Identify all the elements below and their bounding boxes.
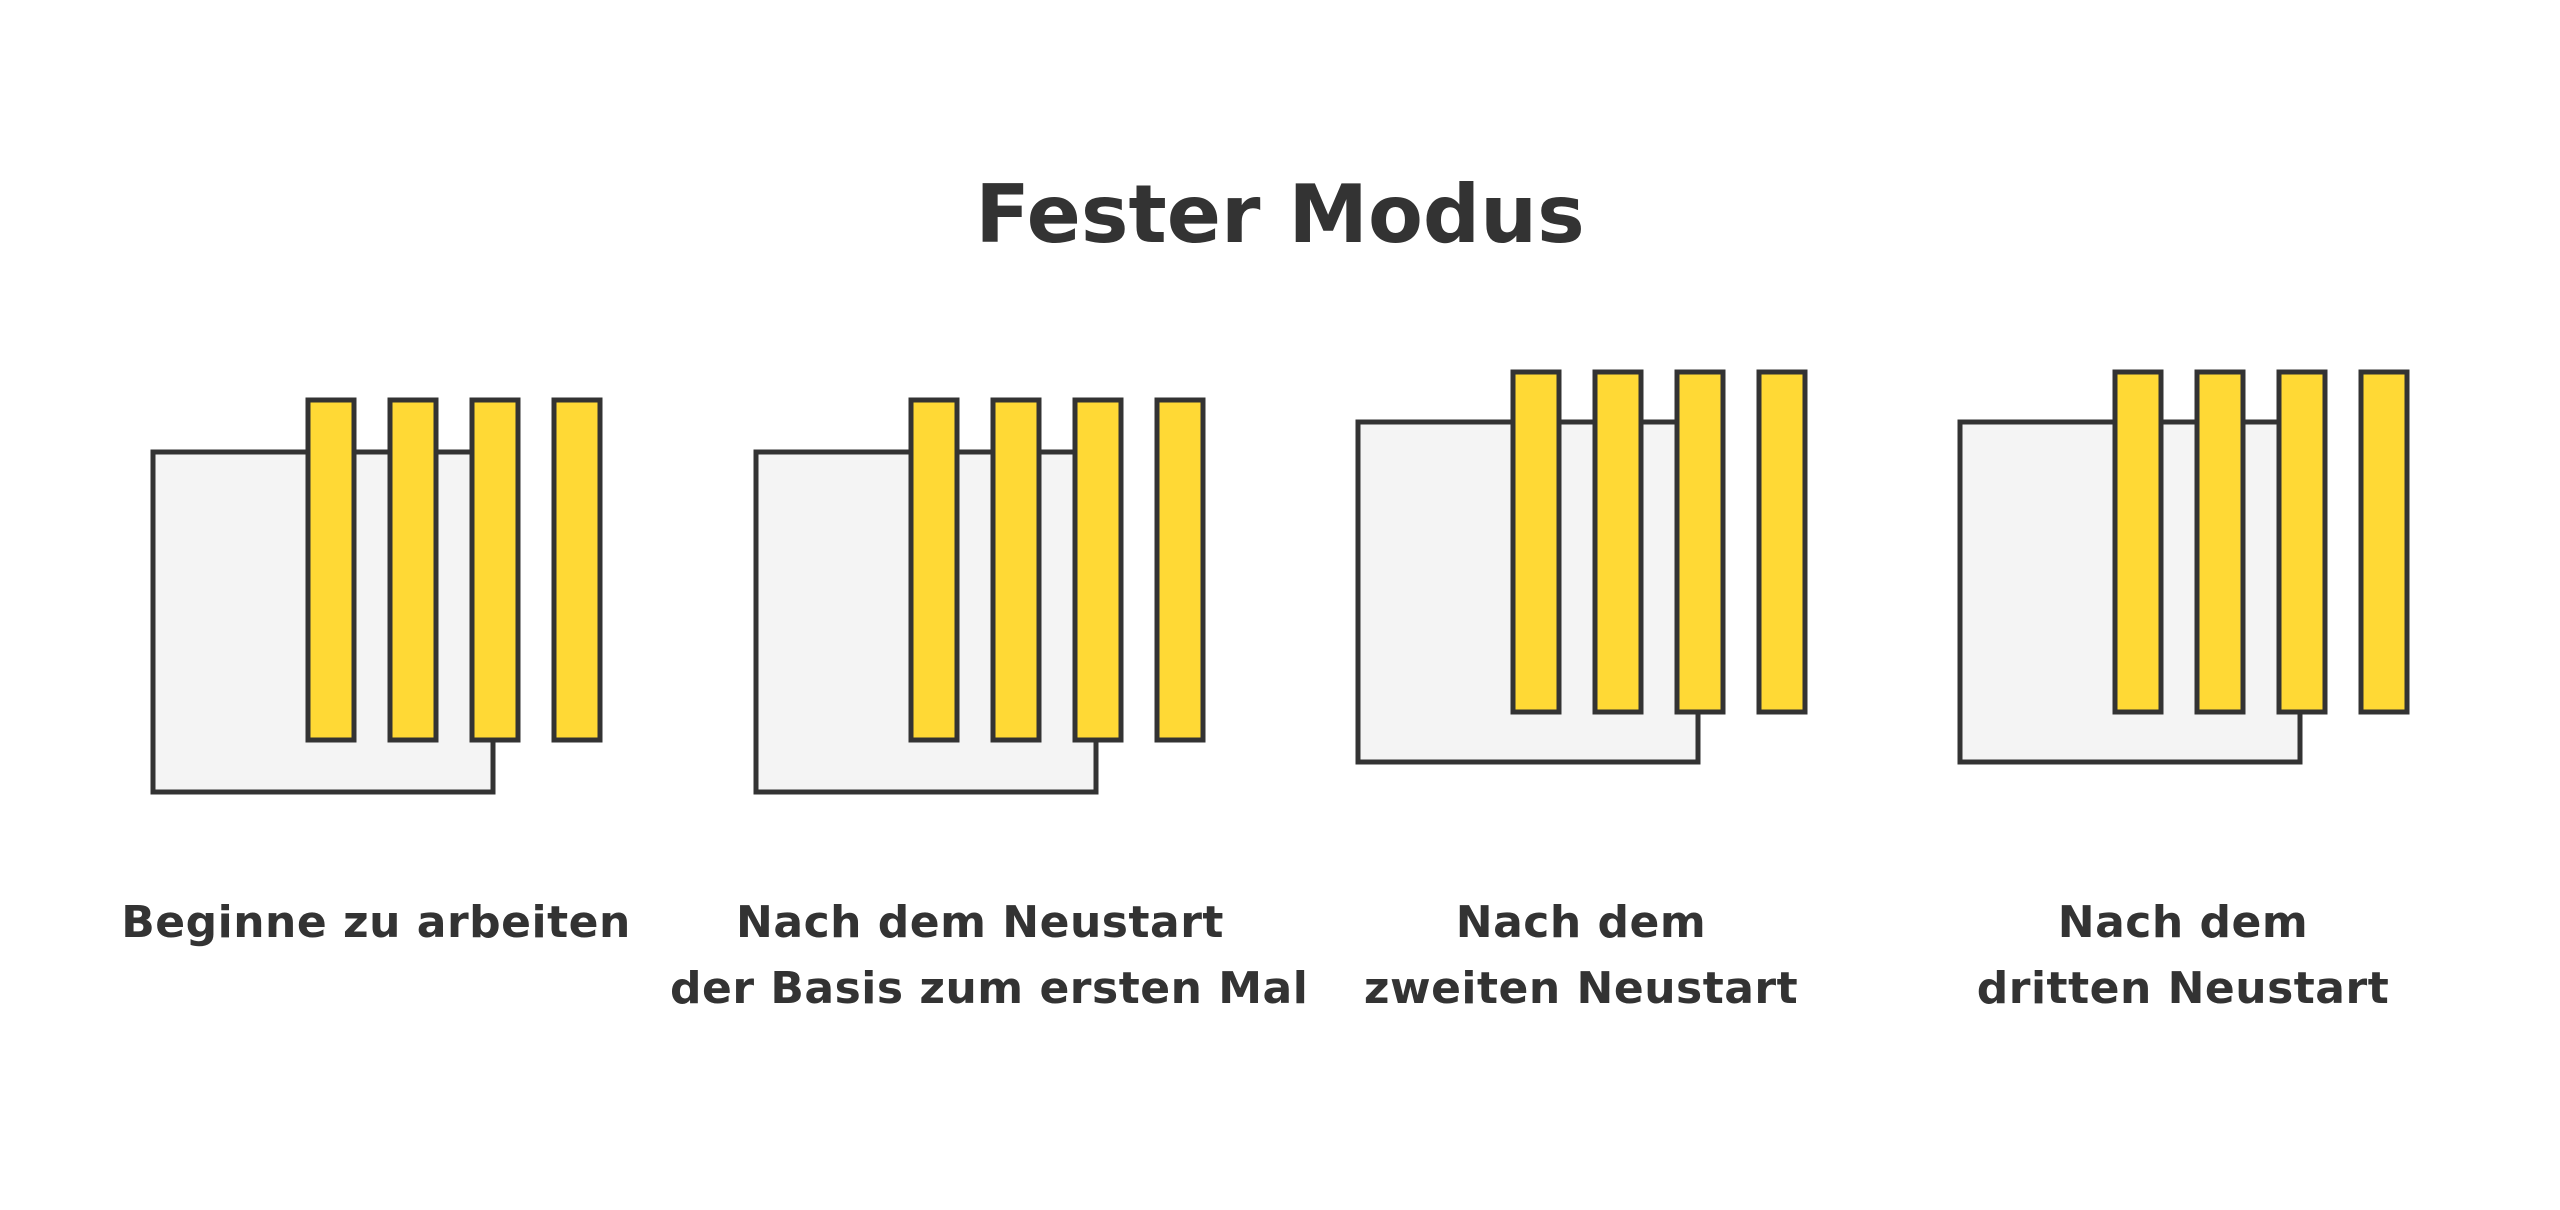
panels-layer	[150, 369, 2410, 795]
panel-caption-2: Nach dem Neustart der Basis zum ersten M…	[670, 890, 1309, 1022]
panel-1	[150, 397, 603, 795]
bar-2	[2194, 369, 2246, 715]
panel-4	[1957, 369, 2410, 765]
bar-2	[990, 397, 1042, 743]
bar-1	[2112, 369, 2164, 715]
bar-4	[551, 397, 603, 743]
panel-3	[1355, 369, 1808, 765]
panel-2	[753, 397, 1206, 795]
caption-line: der Basis zum ersten Mal	[670, 963, 1309, 1014]
caption-line: Beginne zu arbeiten	[121, 897, 631, 948]
panel-caption-3: Nach dem zweiten Neustart	[1271, 890, 1891, 1022]
diagram-title: Fester Modus	[975, 168, 1585, 261]
bar-1	[1510, 369, 1562, 715]
bar-2	[387, 397, 439, 743]
bar-3	[1674, 369, 1726, 715]
panel-caption-4: Nach dem dritten Neustart	[1873, 890, 2493, 1022]
caption-line: dritten Neustart	[1976, 963, 2390, 1014]
bar-2	[1592, 369, 1644, 715]
bar-4	[1154, 397, 1206, 743]
caption-line: Nach dem	[2057, 897, 2309, 948]
caption-line: zweiten Neustart	[1363, 963, 1799, 1014]
caption-line: Nach dem Neustart	[736, 897, 1224, 948]
bar-1	[908, 397, 960, 743]
bar-4	[2358, 369, 2410, 715]
bar-3	[1072, 397, 1124, 743]
caption-line: Nach dem	[1455, 897, 1707, 948]
panel-caption-1: Beginne zu arbeiten	[66, 890, 686, 956]
bar-1	[305, 397, 357, 743]
bar-3	[469, 397, 521, 743]
bar-3	[2276, 369, 2328, 715]
bar-4	[1756, 369, 1808, 715]
